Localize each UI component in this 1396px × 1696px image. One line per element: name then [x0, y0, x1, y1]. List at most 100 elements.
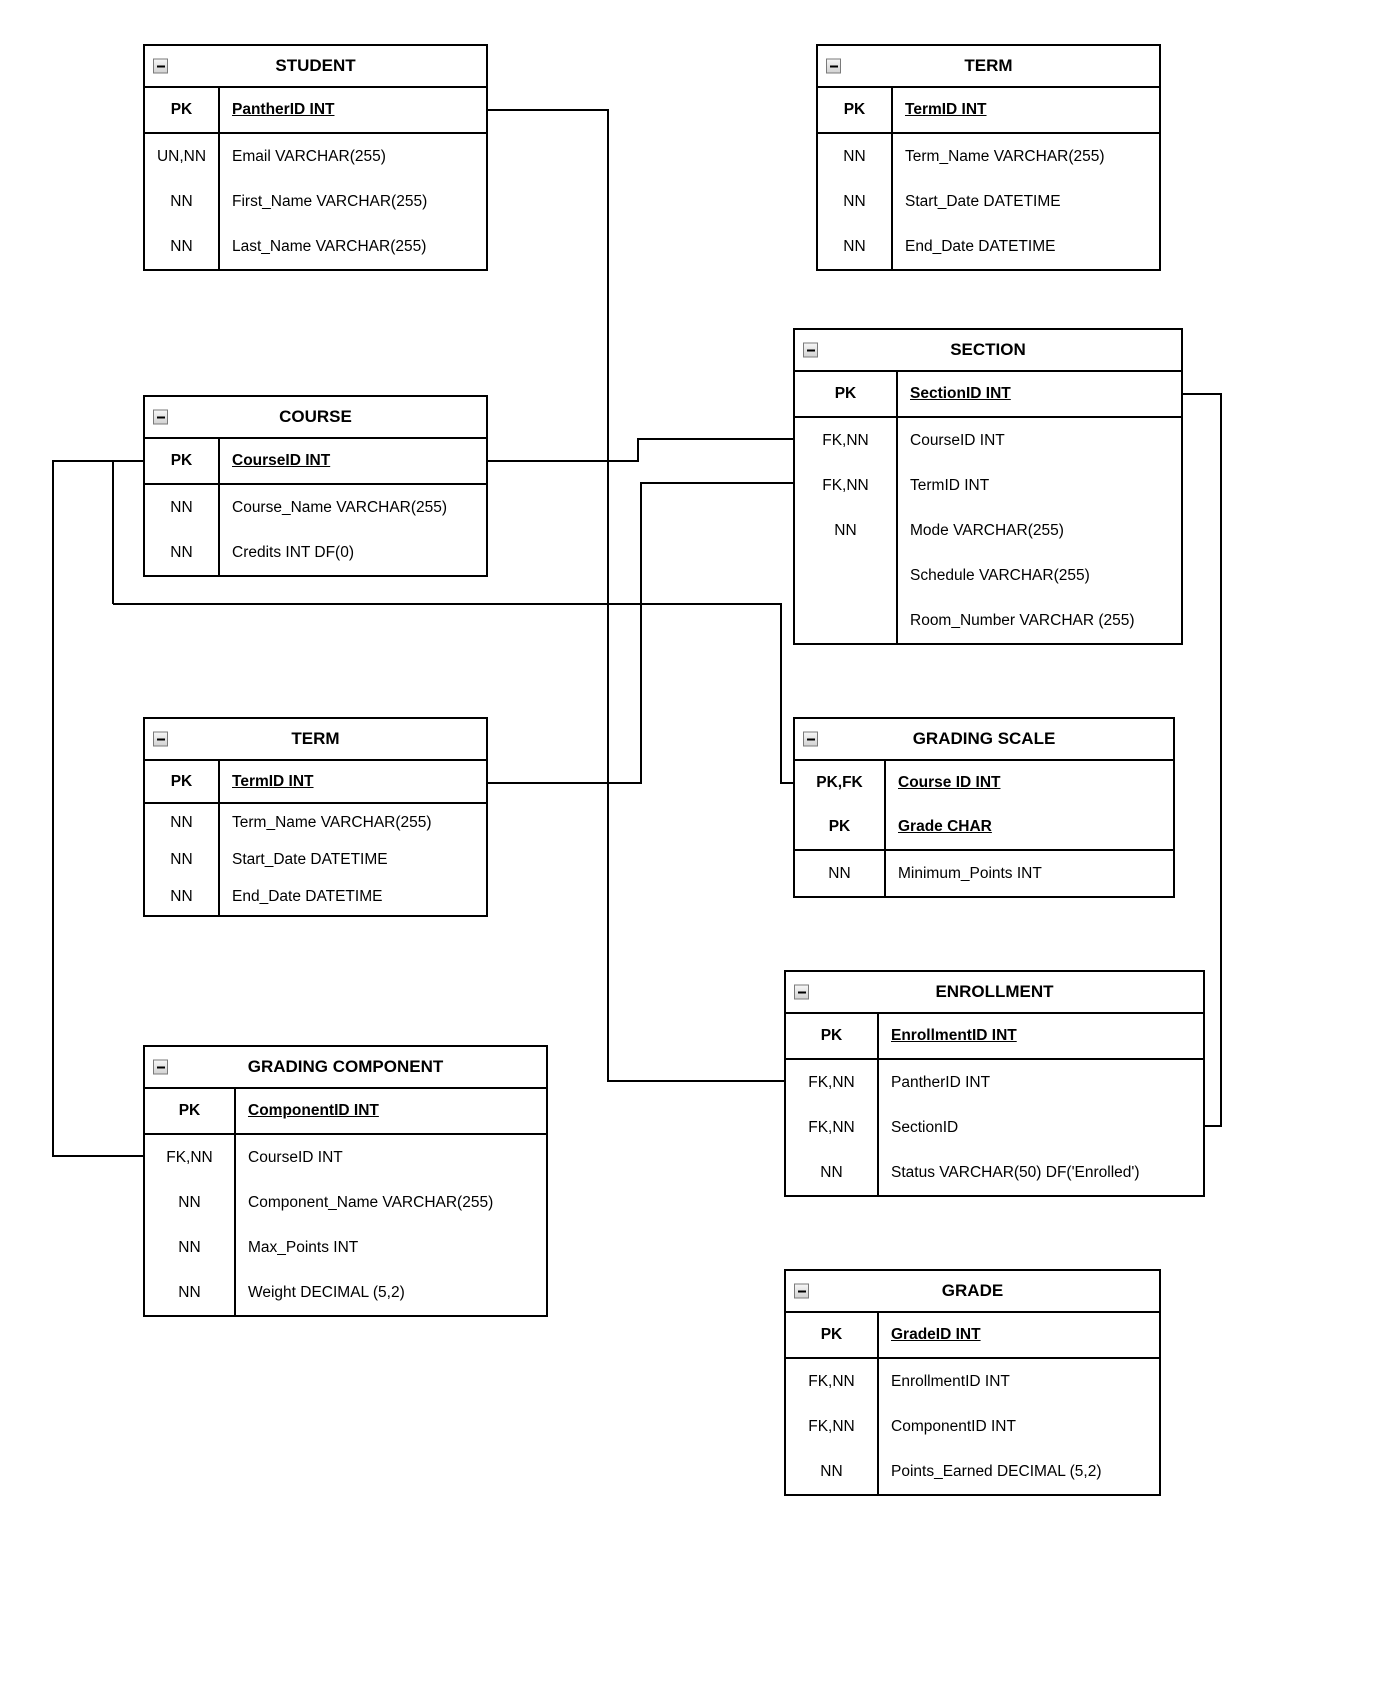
- relationship-line-course-to-grading-component: [52, 460, 143, 1157]
- attribute-name: Room_Number VARCHAR (255): [910, 611, 1135, 629]
- constraint-label: FK,NN: [145, 1135, 236, 1180]
- attribute-name: End_Date DATETIME: [232, 887, 383, 905]
- attribute-name: Email VARCHAR(255): [232, 147, 386, 165]
- constraint-label: PK: [145, 88, 220, 132]
- attribute-name: PantherID INT: [232, 101, 335, 118]
- collapse-minus-icon[interactable]: [153, 731, 168, 747]
- constraint-label: NN: [818, 179, 893, 224]
- constraint-label: PK: [786, 1014, 879, 1058]
- attribute-name: End_Date DATETIME: [905, 237, 1056, 255]
- entity-header-student: STUDENT: [145, 46, 486, 88]
- constraint-label: PK: [795, 372, 898, 416]
- attribute-row[interactable]: FK,NN CourseID INT: [145, 1135, 546, 1180]
- attribute-name: Start_Date DATETIME: [905, 192, 1061, 210]
- attribute-row[interactable]: Room_Number VARCHAR (255): [795, 598, 1181, 643]
- collapse-minus-icon[interactable]: [153, 58, 168, 74]
- attribute-name: CourseID INT: [910, 431, 1005, 449]
- collapse-minus-icon[interactable]: [794, 984, 809, 1000]
- entity-title: TERM: [291, 729, 340, 748]
- constraint-label: NN: [145, 878, 220, 915]
- constraint-label: NN: [795, 851, 886, 896]
- constraint-label: NN: [818, 224, 893, 269]
- attribute-name: Course ID INT: [898, 774, 1001, 791]
- attribute-name: Schedule VARCHAR(255): [910, 566, 1090, 584]
- attribute-name: Credits INT DF(0): [232, 543, 355, 561]
- attribute-row[interactable]: Schedule VARCHAR(255): [795, 553, 1181, 598]
- attribute-row[interactable]: PK PantherID INT: [145, 88, 486, 132]
- collapse-minus-icon[interactable]: [803, 342, 818, 358]
- attribute-name: CourseID INT: [248, 1148, 343, 1166]
- constraint-label: NN: [786, 1150, 879, 1195]
- entity-header-term-mid: TERM: [145, 719, 486, 761]
- attribute-name: Term_Name VARCHAR(255): [905, 147, 1105, 165]
- entity-title: GRADING COMPONENT: [247, 1057, 444, 1076]
- constraint-label: PK: [786, 1313, 879, 1357]
- constraint-label: PK: [145, 761, 220, 802]
- collapse-minus-icon[interactable]: [826, 58, 841, 74]
- collapse-minus-icon[interactable]: [153, 409, 168, 425]
- attribute-row[interactable]: NN Start_Date DATETIME: [818, 179, 1159, 224]
- attribute-name: Term_Name VARCHAR(255): [232, 813, 432, 831]
- constraint-label: NN: [145, 1180, 236, 1225]
- constraint-label: FK,NN: [786, 1404, 879, 1449]
- entity-header-course: COURSE: [145, 397, 486, 439]
- attribute-row[interactable]: NN End_Date DATETIME: [818, 224, 1159, 269]
- entity-title: GRADE: [941, 1281, 1004, 1300]
- entity-title: GRADING SCALE: [912, 729, 1056, 748]
- attribute-name: Mode VARCHAR(255): [910, 521, 1064, 539]
- relationship-line-course-to-section: [488, 438, 793, 462]
- constraint-label: NN: [145, 841, 220, 878]
- collapse-minus-icon[interactable]: [153, 1059, 168, 1075]
- entity-title: SECTION: [950, 340, 1026, 359]
- constraint-label: NN: [145, 1225, 236, 1270]
- collapse-minus-icon[interactable]: [794, 1283, 809, 1299]
- constraint-label: FK,NN: [786, 1105, 879, 1150]
- attribute-row[interactable]: NN End_Date DATETIME: [145, 878, 486, 915]
- collapse-minus-icon[interactable]: [803, 731, 818, 747]
- constraint-label: NN: [145, 179, 220, 224]
